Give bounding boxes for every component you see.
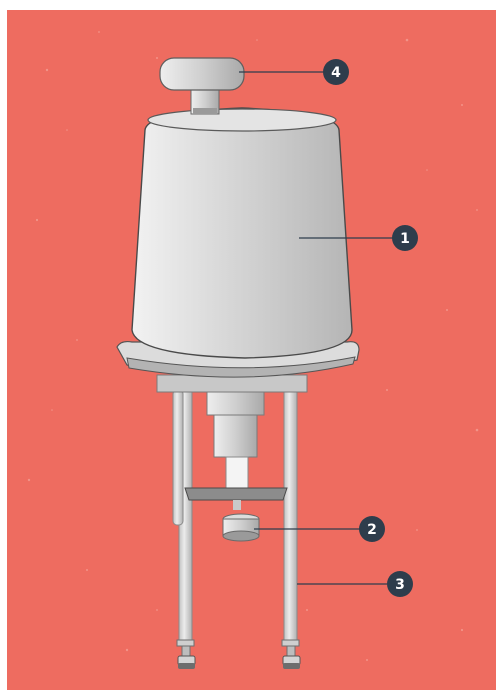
actuator-diagram: 1 2 3 4 — [7, 10, 496, 690]
callout-2-label: 2 — [367, 522, 377, 538]
callout-4-label: 4 — [331, 65, 341, 81]
callout-1: 1 — [392, 225, 418, 251]
stem-coupling — [223, 514, 259, 541]
callout-4: 4 — [323, 59, 349, 85]
callout-3-label: 3 — [395, 577, 405, 593]
actuator-housing — [132, 108, 352, 358]
callout-3: 3 — [387, 571, 413, 597]
callout-2: 2 — [359, 516, 385, 542]
callout-1-label: 1 — [400, 231, 410, 247]
diagram-frame: 1 2 3 4 — [7, 10, 496, 690]
